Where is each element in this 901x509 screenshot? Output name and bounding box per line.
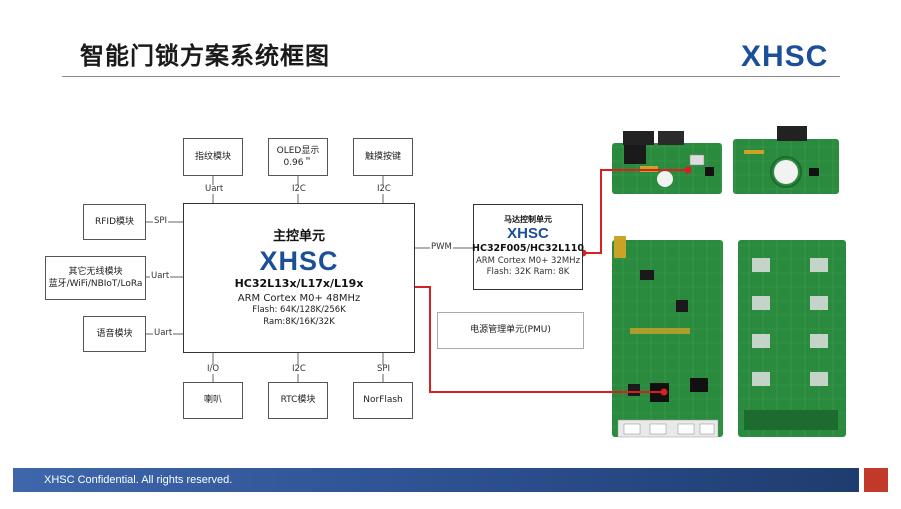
link-i2c-touch: I2C — [376, 184, 392, 194]
link-pwm: PWM — [430, 242, 453, 252]
wireless-module-types: 蓝牙/WiFi/NBIoT/LoRa — [48, 279, 143, 289]
wireless-module-label: 其它无线模块 — [68, 266, 123, 277]
main-unit-title: 主控单元 — [272, 228, 325, 244]
touch-key-box: 触摸按键 — [353, 138, 413, 176]
pmu-label: 电源管理单元(PMU) — [470, 325, 551, 336]
link-uart-voice: Uart — [153, 328, 174, 338]
motor-control-unit: 马达控制单元 XHSC HC32F005/HC32L110 ARM Cortex… — [472, 204, 584, 290]
oled-display-label: OLED显示 — [276, 145, 320, 156]
main-unit-model: HC32L13x/L17x/L19x — [234, 276, 364, 290]
link-i2c-bottom: I2C — [291, 364, 307, 374]
rtc-module-label: RTC模块 — [280, 395, 316, 406]
motor-unit-title: 马达控制单元 — [504, 215, 552, 225]
fingerprint-module-label: 指纹模块 — [194, 151, 231, 162]
rtc-module-box: RTC模块 — [268, 382, 328, 419]
motor-unit-core: ARM Cortex M0+ 32MHz — [475, 255, 581, 266]
pcb-photo-main-board-back — [738, 240, 846, 437]
oled-display-box: OLED显示 0.96＂ — [268, 138, 328, 176]
page-title: 智能门锁方案系统框图 — [80, 42, 330, 70]
motor-unit-memory: Flash: 32K Ram: 8K — [486, 267, 570, 278]
title-divider — [62, 76, 840, 77]
main-unit-flash: Flash: 64K/128K/256K — [252, 305, 346, 316]
link-spi-bottom: SPI — [376, 364, 392, 374]
pcb-photo-main-board — [612, 236, 723, 438]
motor-unit-logo: XHSC — [507, 225, 549, 243]
footer-confidential-text: XHSC Confidential. All rights reserved. — [44, 474, 233, 486]
main-unit-logo: XHSC — [259, 246, 339, 277]
rfid-module-box: RFID模块 — [83, 204, 146, 240]
footer-red-block — [864, 468, 888, 492]
speaker-box: 喇叭 — [183, 382, 243, 419]
voice-module-label: 语音模块 — [96, 328, 133, 339]
pcb-photo-motor-board-back — [733, 126, 839, 194]
main-unit-core: ARM Cortex M0+ 48MHz — [237, 292, 361, 304]
speaker-label: 喇叭 — [203, 395, 222, 406]
voice-module-box: 语音模块 — [83, 316, 146, 352]
link-spi-left: SPI — [153, 216, 169, 226]
xhsc-logo: XHSC — [741, 40, 829, 73]
fingerprint-module-box: 指纹模块 — [183, 138, 243, 176]
main-unit-ram: Ram:8K/16K/32K — [263, 316, 335, 327]
link-uart-top: Uart — [204, 184, 225, 194]
wireless-module-box: 其它无线模块 蓝牙/WiFi/NBIoT/LoRa — [45, 256, 146, 300]
link-i2c-top: I2C — [291, 184, 307, 194]
oled-display-size: 0.96＂ — [283, 158, 313, 168]
link-io-bottom: I/O — [206, 364, 221, 374]
main-control-unit: 主控单元 XHSC HC32L13x/L17x/L19x ARM Cortex … — [183, 203, 415, 353]
norflash-box: NorFlash — [353, 382, 413, 419]
link-uart-wireless: Uart — [150, 271, 171, 281]
pcb-photo-motor-board — [612, 131, 722, 194]
motor-unit-model: HC32F005/HC32L110 — [472, 242, 584, 254]
touch-key-label: 触摸按键 — [364, 151, 401, 162]
norflash-label: NorFlash — [363, 395, 403, 406]
rfid-module-label: RFID模块 — [94, 216, 134, 227]
pmu-box: 电源管理单元(PMU) — [437, 312, 584, 349]
footer-bar — [13, 468, 859, 492]
